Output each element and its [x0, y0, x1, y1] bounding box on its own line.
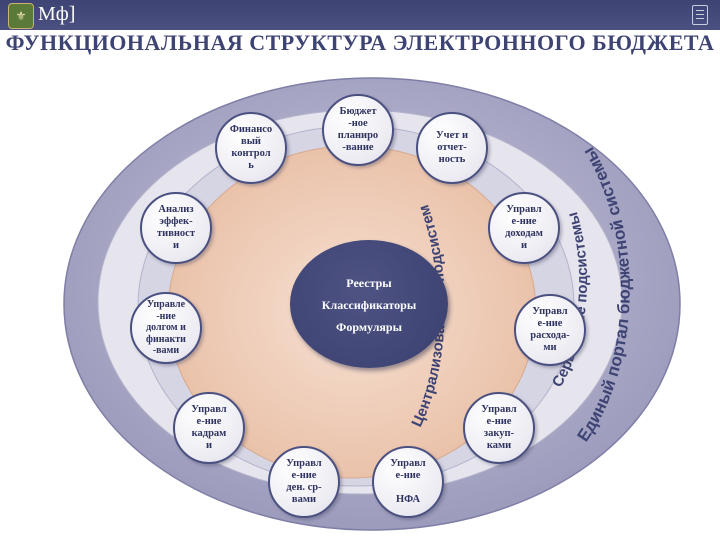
slide-title: ФУНКЦИОНАЛЬНАЯ СТРУКТУРА ЭЛЕКТРОННОГО БЮ… [5, 30, 715, 55]
center-line-classifiers: Классификаторы [321, 298, 417, 312]
node-efficiency-analysis[interactable]: Анализ эффек- тивност и [140, 192, 212, 264]
node-personnel-management[interactable]: Управл е-ние кадрам и [173, 392, 245, 464]
center-line-forms: Формуляры [336, 320, 402, 334]
node-revenue-management[interactable]: Управл е-ние доходам и [488, 192, 560, 264]
node-budget-planning[interactable]: Бюджет -ное планиро -вание [322, 94, 394, 166]
node-expense-management[interactable]: Управл е-ние расхода- ми [514, 294, 586, 366]
center-registry-disk [290, 240, 448, 368]
node-cash-management[interactable]: Управл е-ние ден. ср- вами [268, 446, 340, 518]
ministry-logo-icon: ⚜ [8, 3, 34, 29]
node-debt-assets-management[interactable]: Управле -ние долгом и финакти -вами [130, 292, 202, 364]
node-nonfinancial-assets-management[interactable]: Управл е-ние НФА [372, 446, 444, 518]
center-line-registries: Реестры [346, 276, 392, 290]
node-procurement-management[interactable]: Управл е-ние закуп- ками [463, 392, 535, 464]
node-accounting-reporting[interactable]: Учет и отчет- ность [416, 112, 488, 184]
node-financial-control[interactable]: Финансо вый контрол ь [215, 112, 287, 184]
top-bar: ⚜ Мф] [0, 0, 720, 30]
window-menu-icon[interactable] [692, 5, 708, 25]
ministry-abbreviation: Мф] [38, 3, 76, 25]
